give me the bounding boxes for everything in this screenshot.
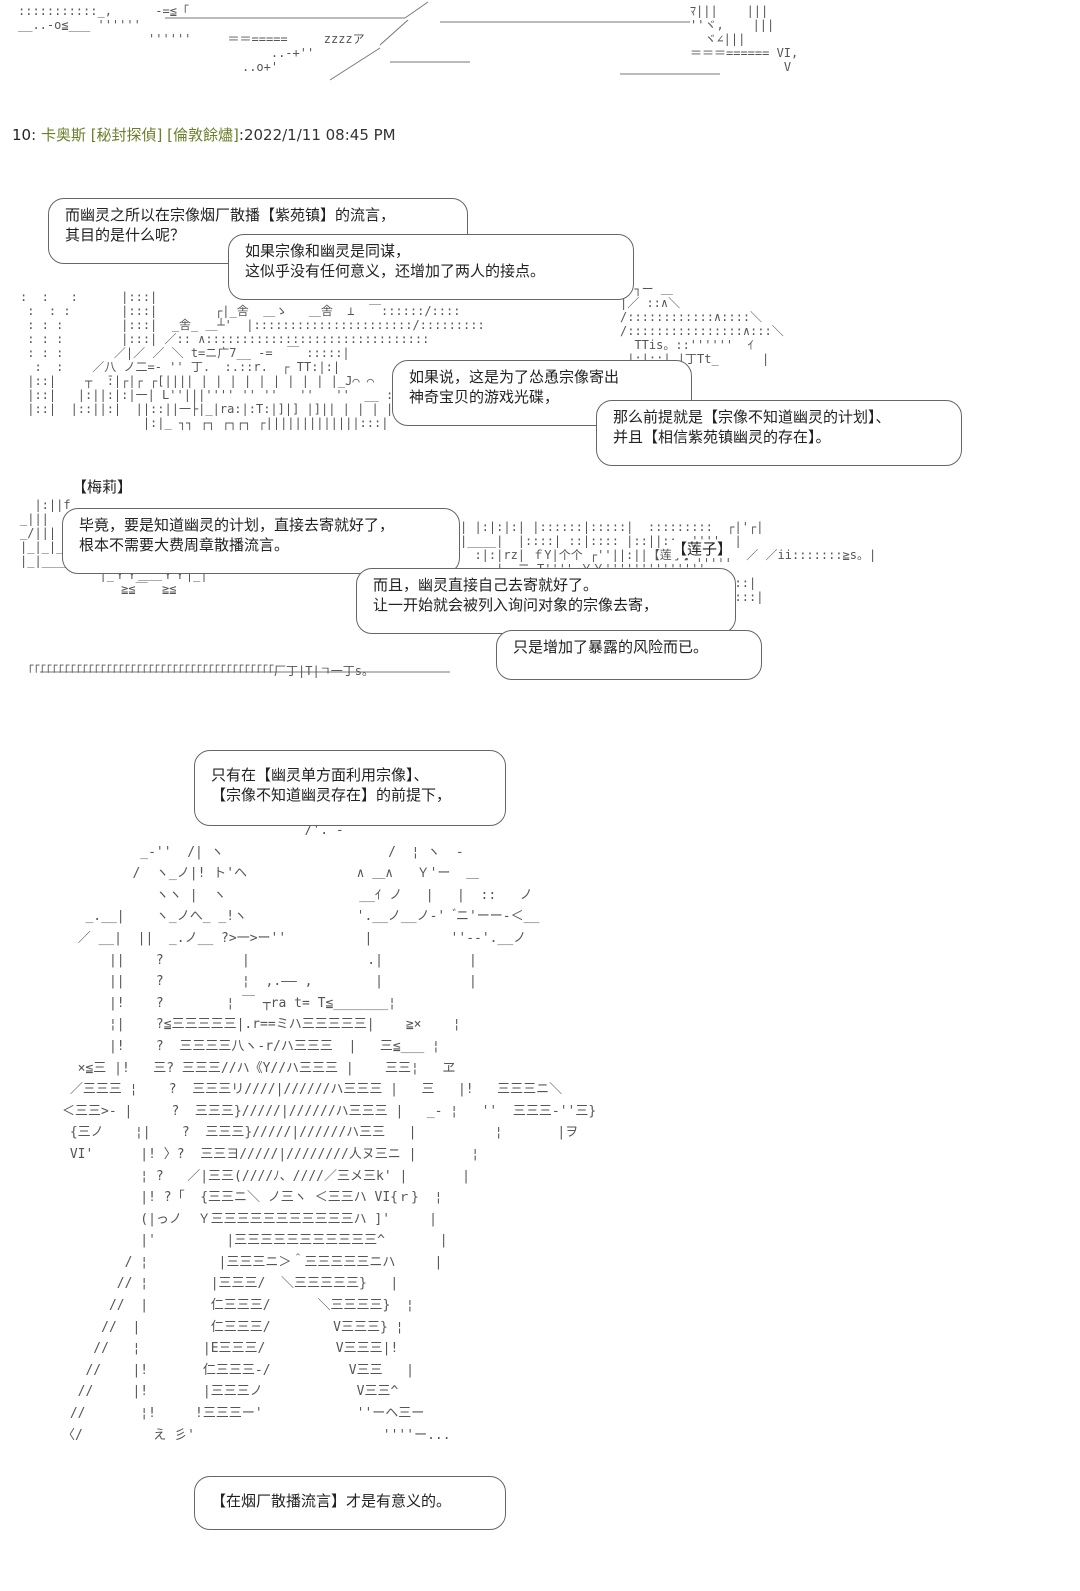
bubble-5-line-1: 毕竟，要是知道幽灵的计划，直接去寄就好了， [79, 516, 395, 534]
bubble-2-line-2: 这似乎没有任何意义，还增加了两人的接点。 [245, 262, 546, 280]
bubble-5-line-2: 根本不需要大费周章散播流言。 [79, 536, 290, 554]
bubble-4-line-1: 那么前提就是【宗像不知道幽灵的计划】、 [613, 408, 891, 426]
post-number-separator: : [31, 126, 37, 144]
speech-bubble-7: 只是增加了暴露的风险而已。 [496, 630, 762, 680]
post-author-separator: : [238, 126, 244, 144]
post-header: 10: 卡奥斯 [秘封探偵] [倫敦餘燼]:2022/1/11 08:45 PM [12, 124, 396, 145]
speech-bubble-6: 而且，幽灵直接自己去寄就好了。 让一开始就会被列入询问对象的宗像去寄， [356, 568, 736, 634]
bubble-6-line-2: 让一开始就会被列入询问对象的宗像去寄， [373, 596, 659, 614]
bubble-1-line-2: 其目的是什么呢？ [65, 226, 186, 244]
post-datetime: 2022/1/11 08:45 PM [243, 126, 396, 144]
bubble-3-line-1: 如果说，这是为了怂恿宗像寄出 [409, 368, 620, 386]
bubble-2-line-1: 如果宗像和幽灵是同谋， [245, 242, 411, 260]
tag-lianzi: 【莲子】 [672, 540, 733, 558]
ascii-art-top-right: ﾏ||| ||| ''ヾ, ||| ヾ∠||| ＝＝＝====== VI, V [690, 4, 799, 74]
speech-bubble-4: 那么前提就是【宗像不知道幽灵的计划】、 并且【相信紫苑镇幽灵的存在】。 [596, 400, 962, 466]
bubble-7-line-1: 只是增加了暴露的风险而已。 [513, 638, 709, 656]
bubble-1-line-1: 而幽灵之所以在宗像烟厂散播【紫苑镇】的流言， [65, 206, 396, 224]
bubble-9-line-1: 【在烟厂散播流言】才是有意义的。 [211, 1492, 452, 1510]
ascii-art-top: :::::::::::_, -=≦「 __..-o≦___ '''''' '''… [18, 4, 365, 74]
speech-bubble-5: 毕竟，要是知道幽灵的计划，直接去寄就好了， 根本不需要大费周章散播流言。 [62, 508, 460, 574]
ascii-art-scene-right: ┐ー ＿ |／ ::∧＼ /::::::::::::∧::::＼ /::::::… [620, 282, 784, 366]
bubble-3-line-2: 神奇宝贝的游戏光碟， [409, 388, 560, 406]
tag-meili: 【梅莉】 [72, 478, 133, 496]
ascii-art-figure: /'. ‐ _-'' /| ヽ / ¦ ヽ - / ヽ_ノ|! ト'ヘ ∧ ＿∧… [62, 823, 597, 1443]
post-author[interactable]: 卡奥斯 [秘封探偵] [倫敦餘燼] [40, 126, 239, 144]
speech-bubble-8: 只有在【幽灵单方面利用宗像】、 【宗像不知道幽灵存在】的前提下， [194, 750, 506, 826]
speech-bubble-2: 如果宗像和幽灵是同谋， 这似乎没有任何意义，还增加了两人的接点。 [228, 234, 634, 300]
bubble-4-line-2: 并且【相信紫苑镇幽灵的存在】。 [613, 428, 831, 446]
post-number: 10 [12, 126, 32, 144]
bubble-8-line-2: 【宗像不知道幽灵存在】的前提下， [211, 786, 452, 804]
ascii-art-bottom-fence: 「「「「「「「「「「「「「「「「「「「「「「「「「「「「「「「「「「「「「「「「… [22, 664, 374, 678]
bubble-8-line-1: 只有在【幽灵单方面利用宗像】、 [211, 766, 429, 784]
bubble-6-line-1: 而且，幽灵直接自己去寄就好了。 [373, 576, 599, 594]
speech-bubble-9: 【在烟厂散播流言】才是有意义的。 [194, 1476, 506, 1530]
